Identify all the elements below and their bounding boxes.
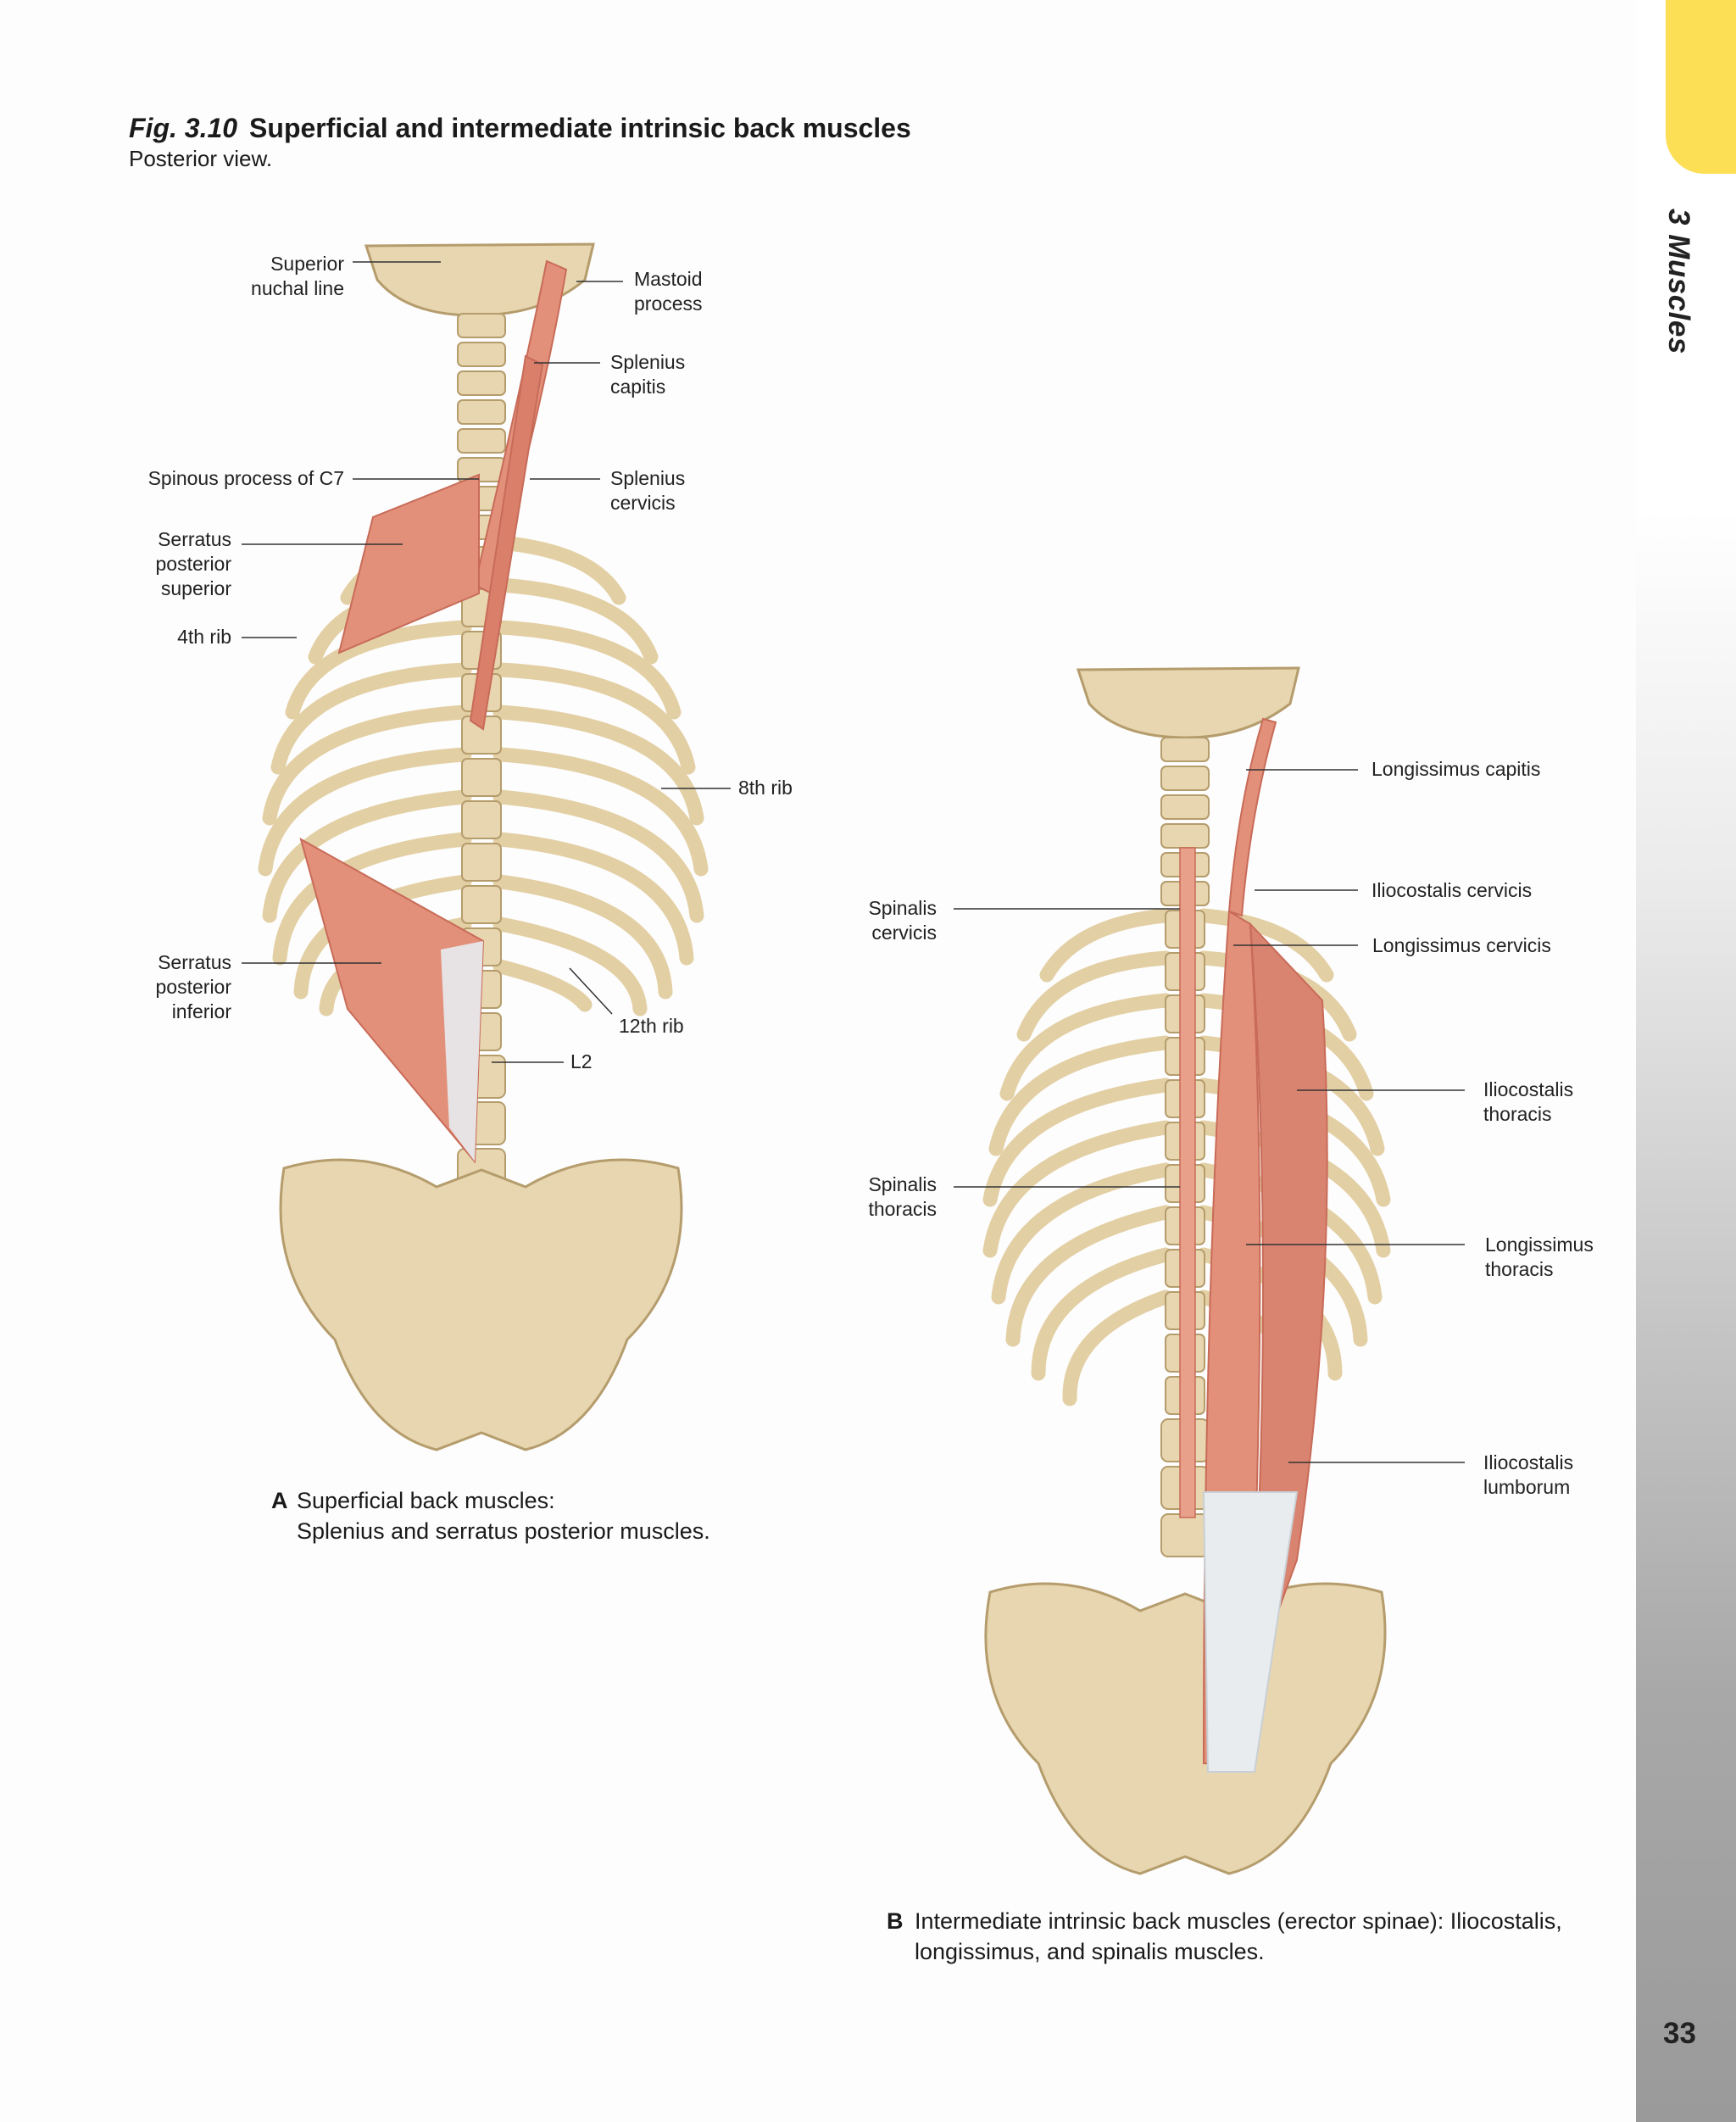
caption-b: B Intermediate intrinsic back muscles (e…	[887, 1906, 1616, 1974]
label-spinalis-cervicis: Spinalis cervicis	[868, 897, 937, 944]
figure-title: Superficial and intermediate intrinsic b…	[249, 113, 911, 143]
illustration-intermediate-back	[982, 666, 1391, 1875]
label-8th-rib: 8th rib	[738, 777, 793, 799]
label-longissimus-capitis: Longissimus capitis	[1372, 758, 1541, 780]
label-splenius-cervicis: Splenius cervicis	[610, 467, 686, 514]
splenius-cervicis-muscle	[469, 354, 544, 731]
leader-lines-b	[954, 769, 1465, 1463]
figure-number: Fig. 3.10	[129, 113, 238, 143]
label-serratus-posterior-superior: Serratus posterior superior	[155, 528, 231, 599]
caption-a: A Superficial back muscles: Splenius and…	[271, 1485, 865, 1553]
label-spinalis-thoracis: Spinalis thoracis	[868, 1173, 937, 1220]
illustration-superficial-back	[258, 242, 709, 1451]
chapter-tab	[1666, 0, 1736, 174]
label-l2: L2	[570, 1050, 593, 1072]
label-mastoid-process: Mastoid process	[634, 268, 703, 315]
label-iliocostalis-lumborum: Iliocostalis lumborum	[1483, 1451, 1574, 1498]
caption-b-text: Intermediate intrinsic back muscles (ere…	[915, 1908, 1562, 1964]
label-longissimus-cervicis: Longissimus cervicis	[1372, 934, 1551, 956]
label-iliocostalis-cervicis: Iliocostalis cervicis	[1372, 879, 1533, 901]
erector-spinae-aponeurosis	[1202, 1491, 1299, 1773]
caption-a-letter: A	[271, 1488, 288, 1513]
label-splenius-capitis: Splenius capitis	[610, 351, 686, 398]
label-4th-rib: 4th rib	[177, 626, 231, 648]
label-longissimus-thoracis: Longissimus thoracis	[1485, 1234, 1594, 1280]
label-superior-nuchal-line: Superior nuchal line	[251, 253, 344, 299]
pelvis-b	[984, 1582, 1387, 1875]
label-iliocostalis-thoracis: Iliocostalis thoracis	[1483, 1078, 1574, 1125]
chapter-title: 3 Muscles	[1662, 209, 1695, 354]
figure-heading: Fig. 3.10 Superficial and intermediate in…	[129, 113, 911, 144]
label-spinous-process-c7: Spinous process of C7	[147, 467, 344, 489]
caption-a-text: Superficial back muscles: Splenius and s…	[297, 1488, 710, 1544]
label-12th-rib: 12th rib	[619, 1015, 684, 1037]
longissimus-capitis-muscle	[1227, 717, 1277, 917]
leader-lines-a	[242, 261, 731, 1063]
serratus-posterior-superior-muscle	[337, 473, 480, 654]
label-serratus-posterior-inferior: Serratus posterior inferior	[155, 951, 231, 1022]
spinalis-muscle	[1179, 847, 1196, 1518]
caption-b-letter: B	[887, 1908, 904, 1934]
pelvis-a	[279, 1158, 683, 1451]
chapter-sidebar	[1636, 0, 1736, 2122]
figure-subtitle: Posterior view.	[129, 146, 273, 171]
page-number: 33	[1663, 2017, 1696, 2050]
